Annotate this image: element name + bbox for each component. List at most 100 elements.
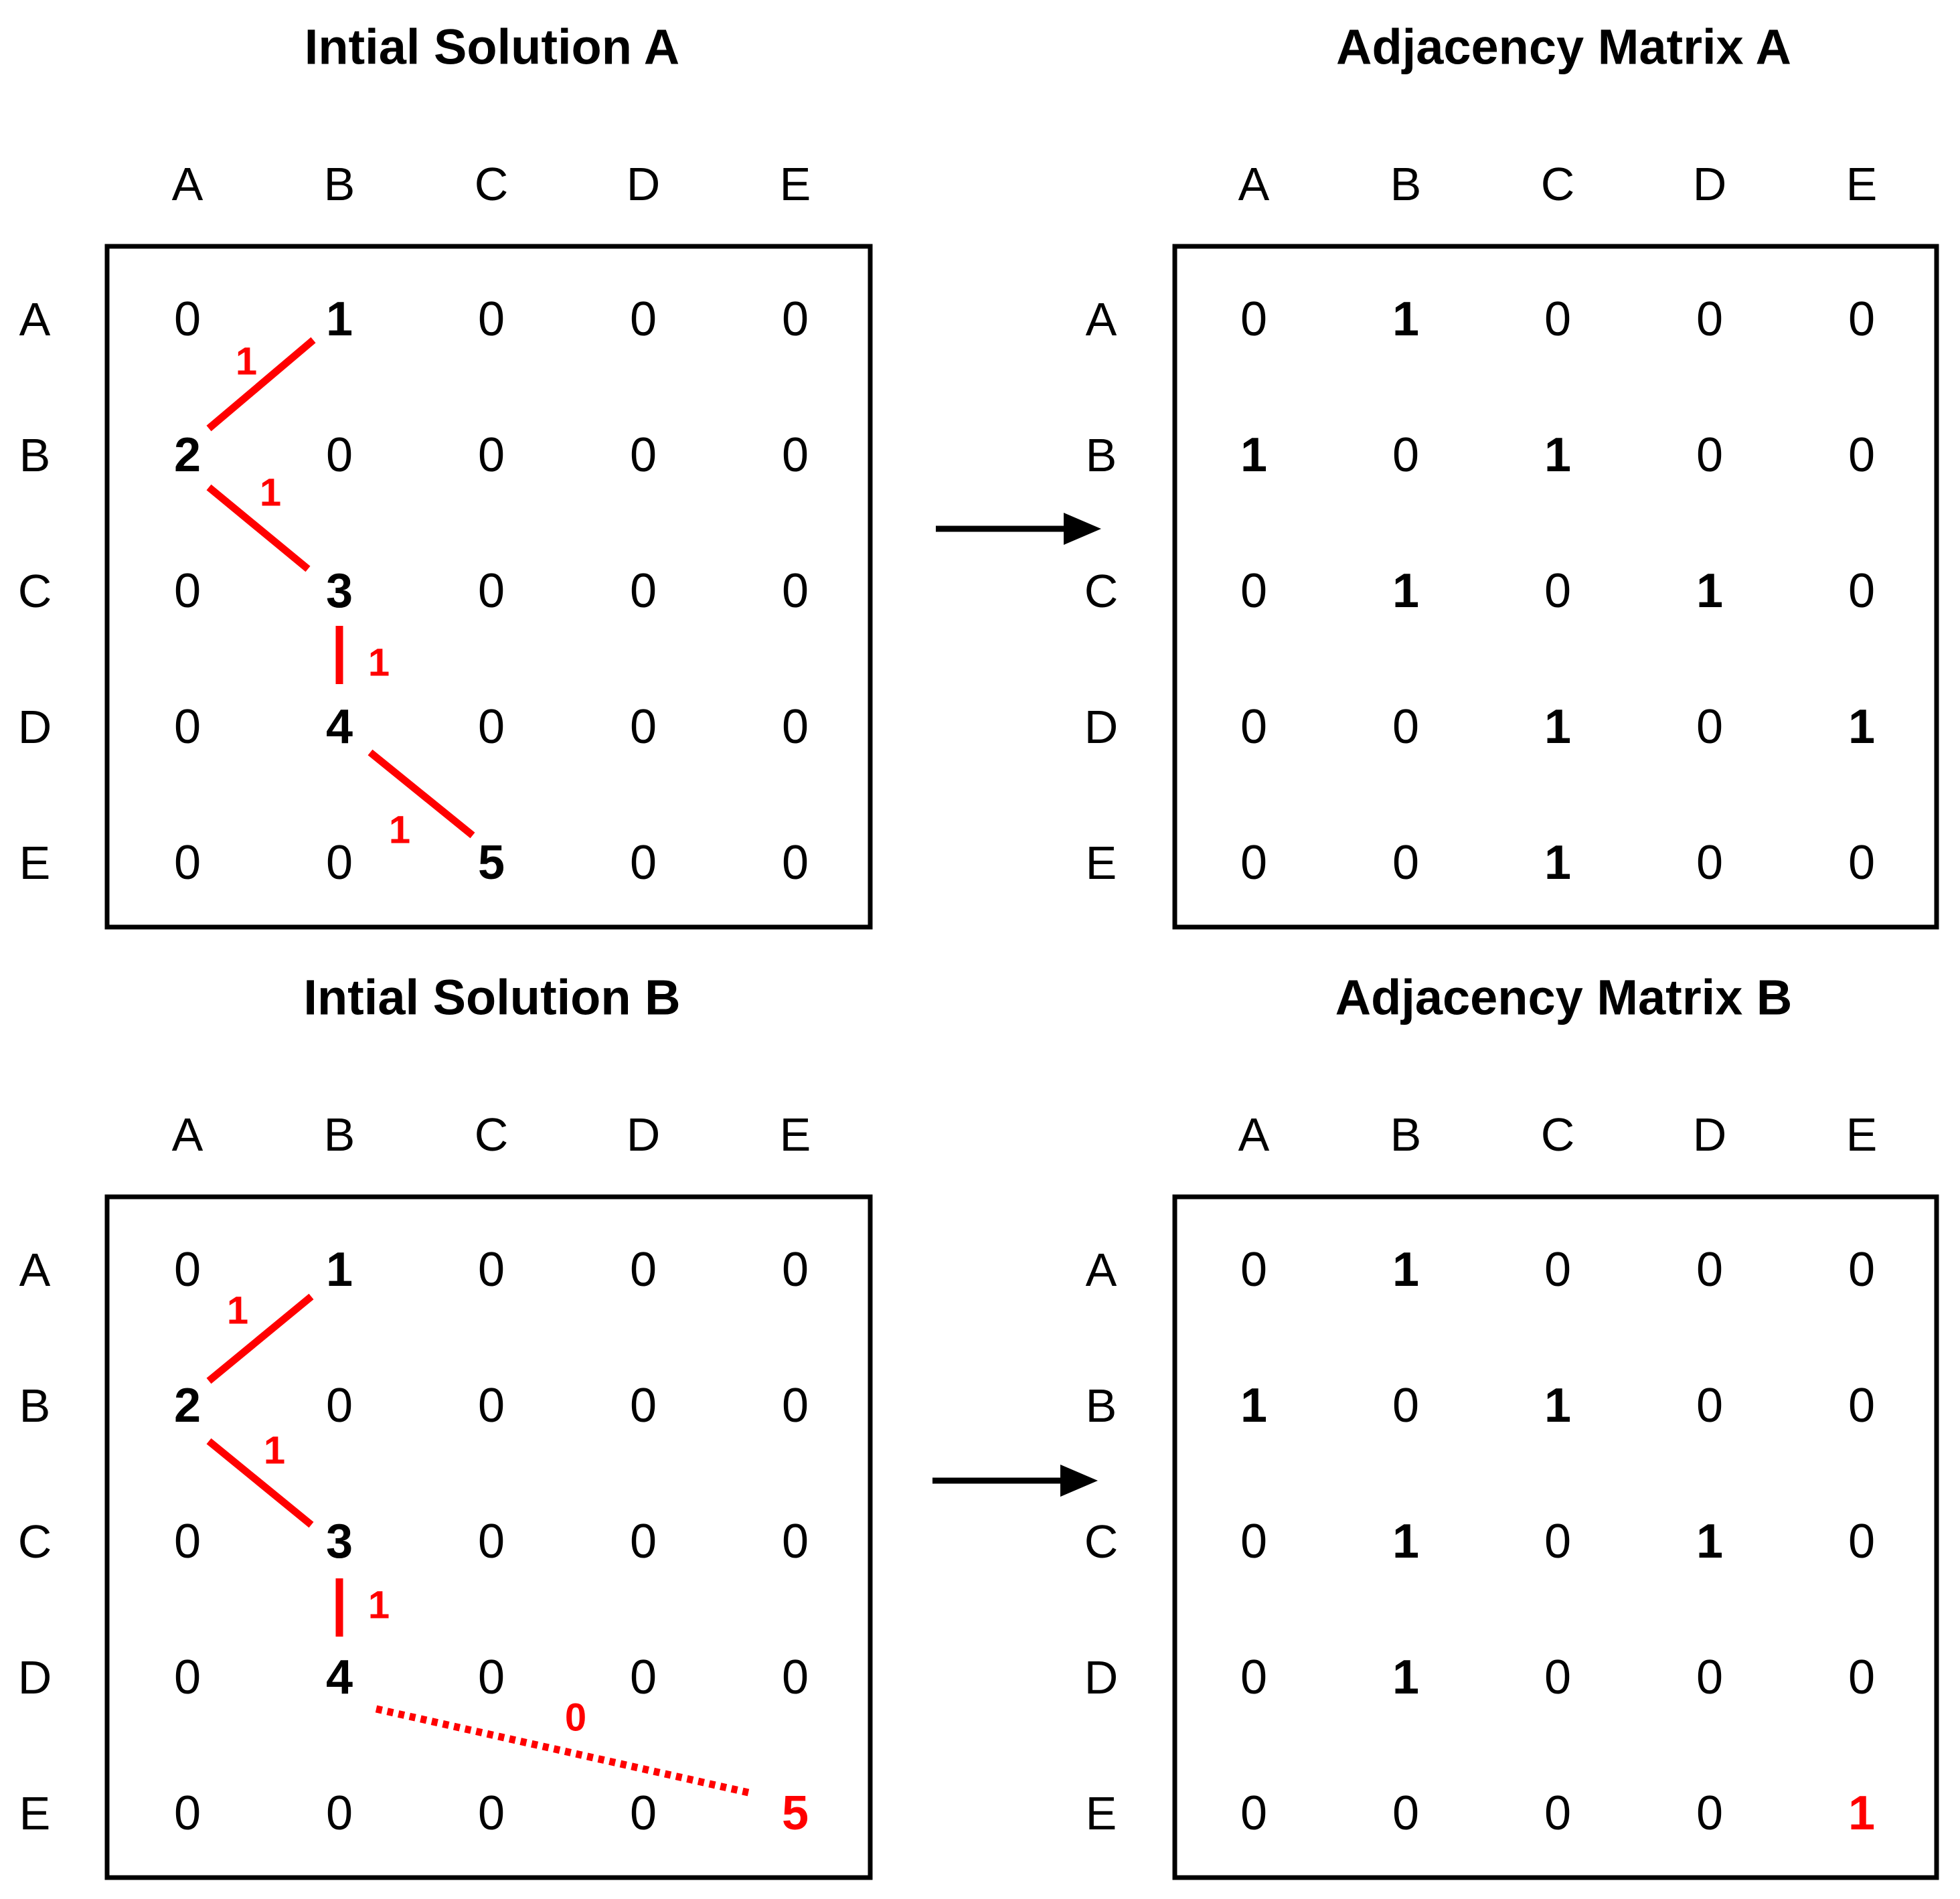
matrix-cell: 0: [478, 293, 505, 346]
matrix-cell: 0: [1240, 564, 1267, 618]
matrix-cell: 0: [630, 836, 657, 890]
column-header: C: [475, 1108, 509, 1161]
column-header: D: [627, 158, 661, 210]
matrix-cell: 1: [326, 1243, 353, 1297]
matrix-cell: 0: [1240, 1651, 1267, 1704]
matrix-cell: 0: [478, 1651, 505, 1704]
matrix-cell: 4: [326, 1651, 353, 1704]
matrix-cell: 0: [1848, 564, 1875, 618]
matrix-cell: 0: [1848, 428, 1875, 482]
matrix-border: [104, 244, 873, 930]
matrix-cell: 0: [1544, 293, 1571, 346]
matrix-border: [1172, 244, 1939, 930]
matrix-cell: 0: [782, 293, 809, 346]
matrix-cell: 0: [1240, 700, 1267, 754]
column-header: B: [1390, 1108, 1422, 1161]
matrix-cell: 0: [326, 1787, 353, 1840]
matrix-cell: 0: [1392, 1787, 1419, 1840]
matrix-cell: 0: [1848, 1515, 1875, 1568]
row-header: D: [1084, 701, 1119, 753]
matrix-cell: 0: [478, 564, 505, 618]
matrix-cell: 0: [782, 1651, 809, 1704]
matrix-cell: 0: [1696, 700, 1723, 754]
matrix-cell: 5: [782, 1787, 809, 1840]
row-header: B: [1086, 1380, 1117, 1432]
matrix-cell: 0: [1392, 428, 1419, 482]
matrix-cell: 0: [478, 700, 505, 754]
column-header: A: [1238, 158, 1270, 210]
matrix-cell: 0: [1544, 1651, 1571, 1704]
matrix-cell: 0: [782, 1379, 809, 1432]
arrow-head-icon: [1060, 1465, 1098, 1497]
matrix-cell: 4: [326, 700, 353, 754]
row-header: C: [18, 565, 52, 617]
column-header: D: [1693, 158, 1727, 210]
matrix-cell: 1: [326, 293, 353, 346]
column-header: C: [1541, 158, 1575, 210]
matrix-cell: 0: [174, 1651, 201, 1704]
edge-line: [206, 1438, 314, 1528]
edge-line: [206, 1293, 314, 1384]
dashed-edge-line: [375, 1705, 750, 1797]
matrix-cell: 1: [1240, 428, 1267, 482]
matrix-cell: 1: [1848, 700, 1875, 754]
row-header: B: [1086, 429, 1117, 481]
matrix-cell: 0: [1544, 564, 1571, 618]
panel-title: Intial Solution A: [305, 19, 679, 75]
matrix-cell: 0: [1240, 1515, 1267, 1568]
matrix-cell: 0: [326, 428, 353, 482]
matrix-cell: 3: [326, 564, 353, 618]
matrix-cell: 0: [1392, 1379, 1419, 1432]
row-header: A: [1086, 293, 1117, 345]
matrix-cell: 0: [174, 1243, 201, 1297]
matrix-cell: 0: [478, 1243, 505, 1297]
row-header: B: [19, 429, 51, 481]
matrix-cell: 0: [1240, 836, 1267, 890]
matrix-cell: 0: [478, 428, 505, 482]
column-header: A: [172, 158, 203, 210]
row-header: D: [18, 1651, 52, 1704]
arrow-head-icon: [1064, 513, 1101, 545]
matrix-cell: 1: [1848, 1787, 1875, 1840]
matrix-cell: 1: [1392, 1515, 1419, 1568]
matrix-cell: 0: [1696, 428, 1723, 482]
column-header: E: [1846, 1108, 1878, 1161]
row-header: B: [19, 1380, 51, 1432]
edge-weight-label: 0: [565, 1696, 586, 1740]
matrix-cell: 0: [478, 1379, 505, 1432]
edge-weight-label: 1: [389, 809, 410, 852]
matrix-cell: 0: [630, 1379, 657, 1432]
row-header: E: [1086, 1787, 1117, 1839]
matrix-cell: 0: [1696, 1379, 1723, 1432]
panel-title: Adjacency Matrix B: [1335, 970, 1793, 1025]
row-header: D: [1084, 1651, 1119, 1704]
column-header: D: [1693, 1108, 1727, 1161]
matrix-cell: 0: [174, 836, 201, 890]
matrix-cell: 0: [1848, 1243, 1875, 1297]
matrix-cell: 3: [326, 1515, 353, 1568]
matrix-cell: 0: [326, 836, 353, 890]
row-header: C: [1084, 1515, 1119, 1568]
column-header: A: [1238, 1108, 1270, 1161]
matrix-cell: 0: [630, 1651, 657, 1704]
matrix-cell: 1: [1544, 428, 1571, 482]
edge-weight-label: 1: [260, 471, 281, 515]
matrix-border: [1172, 1194, 1939, 1880]
matrix-cell: 0: [1696, 1787, 1723, 1840]
matrix-cell: 1: [1544, 836, 1571, 890]
column-header: B: [324, 1108, 355, 1161]
edge-weight-label: 1: [368, 641, 390, 685]
panel-title: Intial Solution B: [303, 970, 680, 1025]
matrix-cell: 0: [174, 1787, 201, 1840]
matrix-border: [104, 1194, 873, 1880]
row-header: A: [19, 1244, 51, 1296]
matrix-cell: 1: [1392, 1651, 1419, 1704]
matrix-cell: 1: [1392, 293, 1419, 346]
matrix-cell: 0: [174, 1515, 201, 1568]
panel-title: Adjacency Matrix A: [1336, 19, 1791, 75]
matrix-cell: 0: [1392, 836, 1419, 890]
matrix-cell: 0: [326, 1379, 353, 1432]
